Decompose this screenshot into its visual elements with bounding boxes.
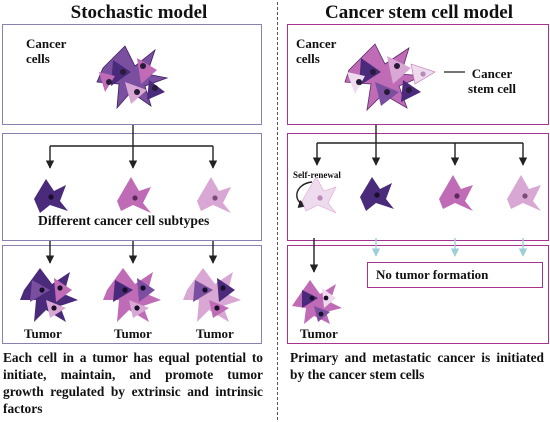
left-branch-arrows	[45, 125, 218, 169]
left-tumor-label-3: Tumor	[196, 326, 234, 341]
self-renewal-arrow	[296, 181, 313, 208]
right-subtype-cell-light	[507, 175, 541, 211]
right-tumor-box	[287, 245, 549, 344]
right-tumor	[292, 280, 342, 324]
cancer-stem-cell-model-title: Cancer stem cell model	[324, 2, 513, 23]
no-tumor-formation-box	[367, 262, 543, 288]
center-divider	[277, 2, 278, 420]
left-tumor-3	[183, 268, 241, 322]
left-tumor-2	[103, 268, 161, 322]
no-tumor-formation-label: No tumor formation	[376, 267, 489, 282]
right-subtype-cell-dark	[360, 177, 394, 211]
left-cancer-cell-cluster	[96, 45, 169, 110]
different-subtypes-label: Different cancer cell subtypes	[38, 213, 210, 228]
stochastic-model-title: Stochastic model	[70, 2, 208, 23]
left-caption: Each cell in a tumor has equal potential…	[3, 350, 263, 416]
right-cancer-cells-label: Cancer cells	[296, 36, 337, 66]
left-tumor-arrows	[45, 241, 218, 264]
left-subtypes-box	[2, 133, 262, 241]
right-cancer-cells-box	[287, 24, 549, 125]
self-renewal-label: Self-renewal	[293, 170, 341, 180]
cancer-stem-cell-label: Cancer stem cell	[467, 66, 516, 96]
right-subtype-cell-pink	[439, 175, 473, 211]
left-tumor-label-1: Tumor	[24, 326, 62, 341]
left-cancer-cells-box	[2, 24, 262, 125]
right-tumor-label: Tumor	[300, 326, 338, 341]
left-tumor-1	[20, 268, 78, 322]
left-cancer-cells-label: Cancer cells	[26, 36, 67, 66]
right-lineage-box	[287, 133, 549, 241]
right-cancer-cell-cluster	[344, 43, 436, 112]
left-subtype-cell-light	[197, 177, 231, 213]
right-lower-arrows	[309, 238, 528, 273]
left-tumor-box	[2, 245, 262, 344]
left-subtype-cell-pink	[117, 177, 151, 213]
left-tumor-label-2: Tumor	[114, 326, 152, 341]
right-caption: Primary and metastatic cancer is initiat…	[290, 350, 544, 382]
right-self-renewal-cell	[301, 176, 337, 214]
right-branch-arrows	[312, 125, 528, 166]
left-subtype-cell-dark	[34, 179, 68, 213]
